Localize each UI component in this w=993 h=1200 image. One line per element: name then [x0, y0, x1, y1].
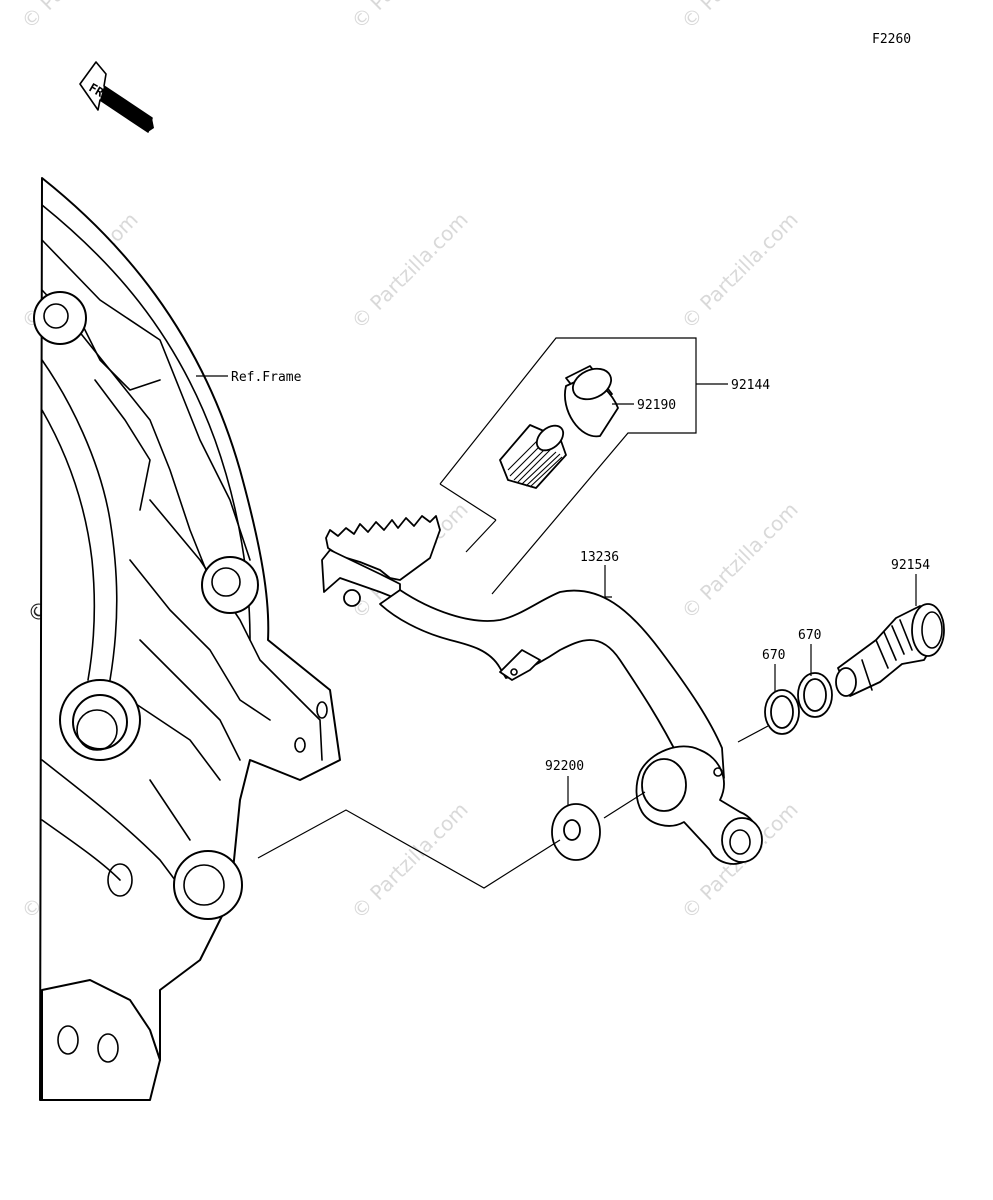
callout-92154: 92154: [891, 558, 930, 573]
figure-code: F2260: [872, 32, 911, 47]
o-ring-inner[interactable]: [764, 689, 800, 735]
watermark: © Partzilla.com: [677, 0, 803, 34]
frame-reference: [33, 177, 341, 1101]
brake-pedal[interactable]: [321, 515, 763, 865]
watermark: © Partzilla.com: [677, 497, 803, 623]
watermark: © Partzilla.com: [347, 207, 473, 333]
washer[interactable]: [551, 803, 601, 861]
o-ring-outer[interactable]: [797, 672, 833, 718]
callout-ref-frame: Ref.Frame: [231, 370, 302, 385]
watermark: © Partzilla.com: [17, 0, 143, 34]
front-arrow-label: FRONT: [87, 80, 125, 110]
callout-92144: 92144: [731, 378, 770, 393]
watermark: © Partzilla.com: [677, 207, 803, 333]
watermark: © Partzilla.com: [347, 0, 473, 34]
callout-13236: 13236: [580, 550, 619, 565]
callout-670-inner: 670: [762, 648, 785, 663]
shaft-bolt[interactable]: [835, 603, 945, 697]
callout-670-outer: 670: [798, 628, 821, 643]
watermark: © Partzilla.com: [347, 797, 473, 923]
leader-lines: [196, 375, 917, 889]
callout-92200: 92200: [545, 759, 584, 774]
collar[interactable]: [564, 363, 619, 438]
front-arrow-icon: FRONT: [79, 61, 154, 133]
callout-92190: 92190: [637, 398, 676, 413]
assembly-bracket: [439, 337, 697, 595]
spring[interactable]: [499, 421, 568, 489]
